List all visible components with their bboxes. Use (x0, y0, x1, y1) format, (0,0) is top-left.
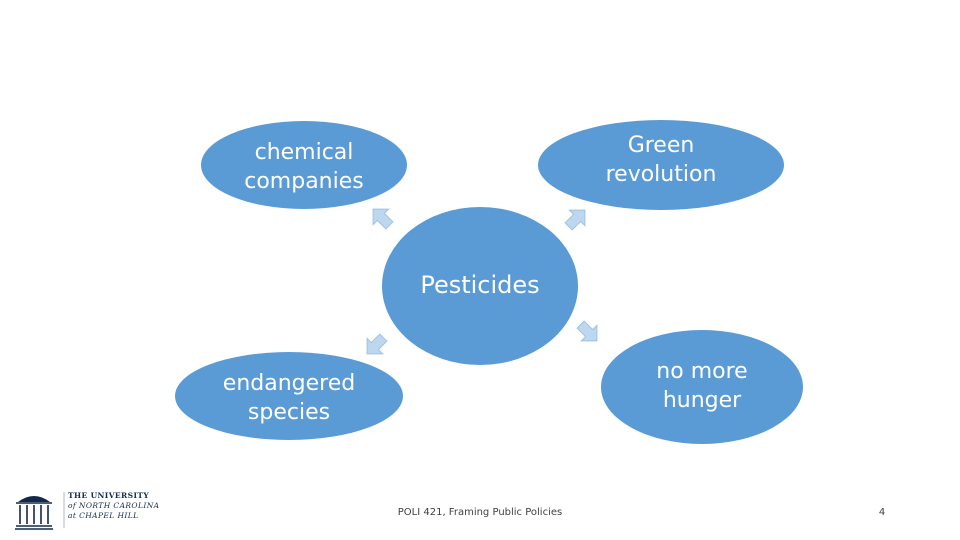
arrow-to-endangered-species (366, 333, 388, 355)
logo-line-1: THE UNIVERSITY (68, 491, 150, 500)
university-logo (15, 492, 65, 530)
node-label: endangered species (222, 371, 356, 425)
logo-line-3: at CHAPEL HILL (68, 511, 139, 520)
node-green-revolution: Green revolution (538, 120, 784, 210)
node-no-more-hunger: no more hunger (601, 330, 803, 444)
center-node-label: Pesticides (420, 271, 540, 300)
node-label: chemical companies (244, 140, 364, 194)
old-well-icon (15, 496, 53, 530)
center-node-pesticides: Pesticides (382, 207, 578, 365)
university-name: THE UNIVERSITY of NORTH CAROLINA at CHAP… (68, 491, 160, 521)
node-label: Green revolution (605, 133, 717, 187)
node-chemical-companies: chemical companies (201, 121, 407, 209)
node-endangered-species: endangered species (175, 352, 403, 440)
arrow-to-chemical-companies (372, 208, 394, 230)
arrow-to-no-more-hunger (576, 320, 598, 342)
footer-course-title: POLI 421, Framing Public Policies (397, 507, 563, 518)
logo-line-2: of NORTH CAROLINA (68, 501, 160, 510)
node-label: no more hunger (656, 359, 748, 413)
arrow-to-green-revolution (564, 209, 586, 231)
slide-number: 4 (878, 507, 886, 518)
